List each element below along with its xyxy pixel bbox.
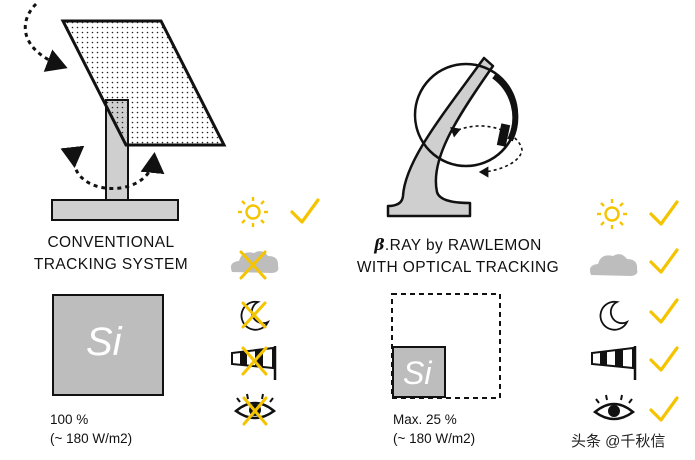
cross-mark bbox=[241, 301, 267, 329]
check-mark bbox=[290, 198, 320, 224]
watermark: 头条 @千秋信 bbox=[571, 433, 666, 450]
left-silicon-cell: Si bbox=[52, 294, 164, 396]
beta-symbol: β bbox=[374, 235, 385, 254]
check-mark bbox=[649, 200, 679, 226]
betaray-illustration bbox=[386, 56, 523, 218]
right-cell-label: Si bbox=[403, 355, 432, 391]
right-title: β.RAY by RAWLEMON WITH OPTICAL TRACKING bbox=[333, 234, 583, 279]
cross-mark bbox=[241, 346, 268, 376]
left-caption-line1: 100 % bbox=[50, 412, 89, 427]
right-caption-line2: (~ 180 W/m2) bbox=[393, 431, 476, 446]
cloud-icon bbox=[589, 254, 638, 276]
check-mark bbox=[649, 298, 679, 324]
conventional-tracker-illustration bbox=[23, 2, 227, 221]
betaray-stand bbox=[386, 56, 495, 218]
left-cell-label: Si bbox=[86, 320, 122, 364]
sun-icon bbox=[597, 199, 627, 229]
right-windsock-row bbox=[591, 346, 679, 380]
cross-mark bbox=[242, 396, 268, 426]
right-caption: Max. 25 % (~ 180 W/m2) bbox=[393, 410, 475, 448]
left-eye-row bbox=[233, 393, 277, 426]
left-caption-line2: (~ 180 W/m2) bbox=[50, 431, 133, 446]
left-caption: 100 % (~ 180 W/m2) bbox=[50, 410, 132, 448]
eye-icon bbox=[592, 394, 636, 421]
sphere-rim bbox=[492, 73, 519, 142]
right-caption-line1: Max. 25 % bbox=[393, 412, 457, 427]
moon-icon bbox=[599, 300, 630, 331]
rotation-arrow bbox=[60, 145, 165, 190]
right-eye-row bbox=[592, 394, 679, 422]
solar-panel bbox=[60, 19, 227, 147]
right-silicon-cell: Si bbox=[392, 346, 446, 398]
left-title: CONVENTIONAL TRACKING SYSTEM bbox=[18, 232, 204, 276]
windsock-icon bbox=[591, 346, 637, 380]
left-sun-row bbox=[238, 197, 320, 227]
tracking-arrow bbox=[450, 125, 523, 178]
right-sun-row bbox=[597, 199, 679, 229]
left-cloud-row bbox=[230, 250, 279, 280]
left-windsock-row bbox=[231, 346, 277, 380]
sun-icon bbox=[238, 197, 268, 227]
right-title-line2: WITH OPTICAL TRACKING bbox=[356, 259, 560, 276]
left-moon-row bbox=[240, 300, 271, 331]
check-mark bbox=[649, 346, 679, 372]
check-mark bbox=[649, 396, 679, 422]
eye-icon bbox=[233, 393, 277, 420]
check-mark bbox=[649, 248, 679, 274]
right-cloud-row bbox=[589, 248, 679, 276]
cross-mark bbox=[239, 250, 267, 280]
tracker-base bbox=[51, 199, 179, 221]
right-title-line1: β.RAY by RAWLEMON bbox=[374, 235, 542, 254]
right-moon-row bbox=[599, 298, 679, 331]
left-title-line2: TRACKING SYSTEM bbox=[33, 256, 189, 273]
left-title-line1: CONVENTIONAL bbox=[47, 234, 175, 251]
tilt-arrow bbox=[23, 2, 68, 72]
